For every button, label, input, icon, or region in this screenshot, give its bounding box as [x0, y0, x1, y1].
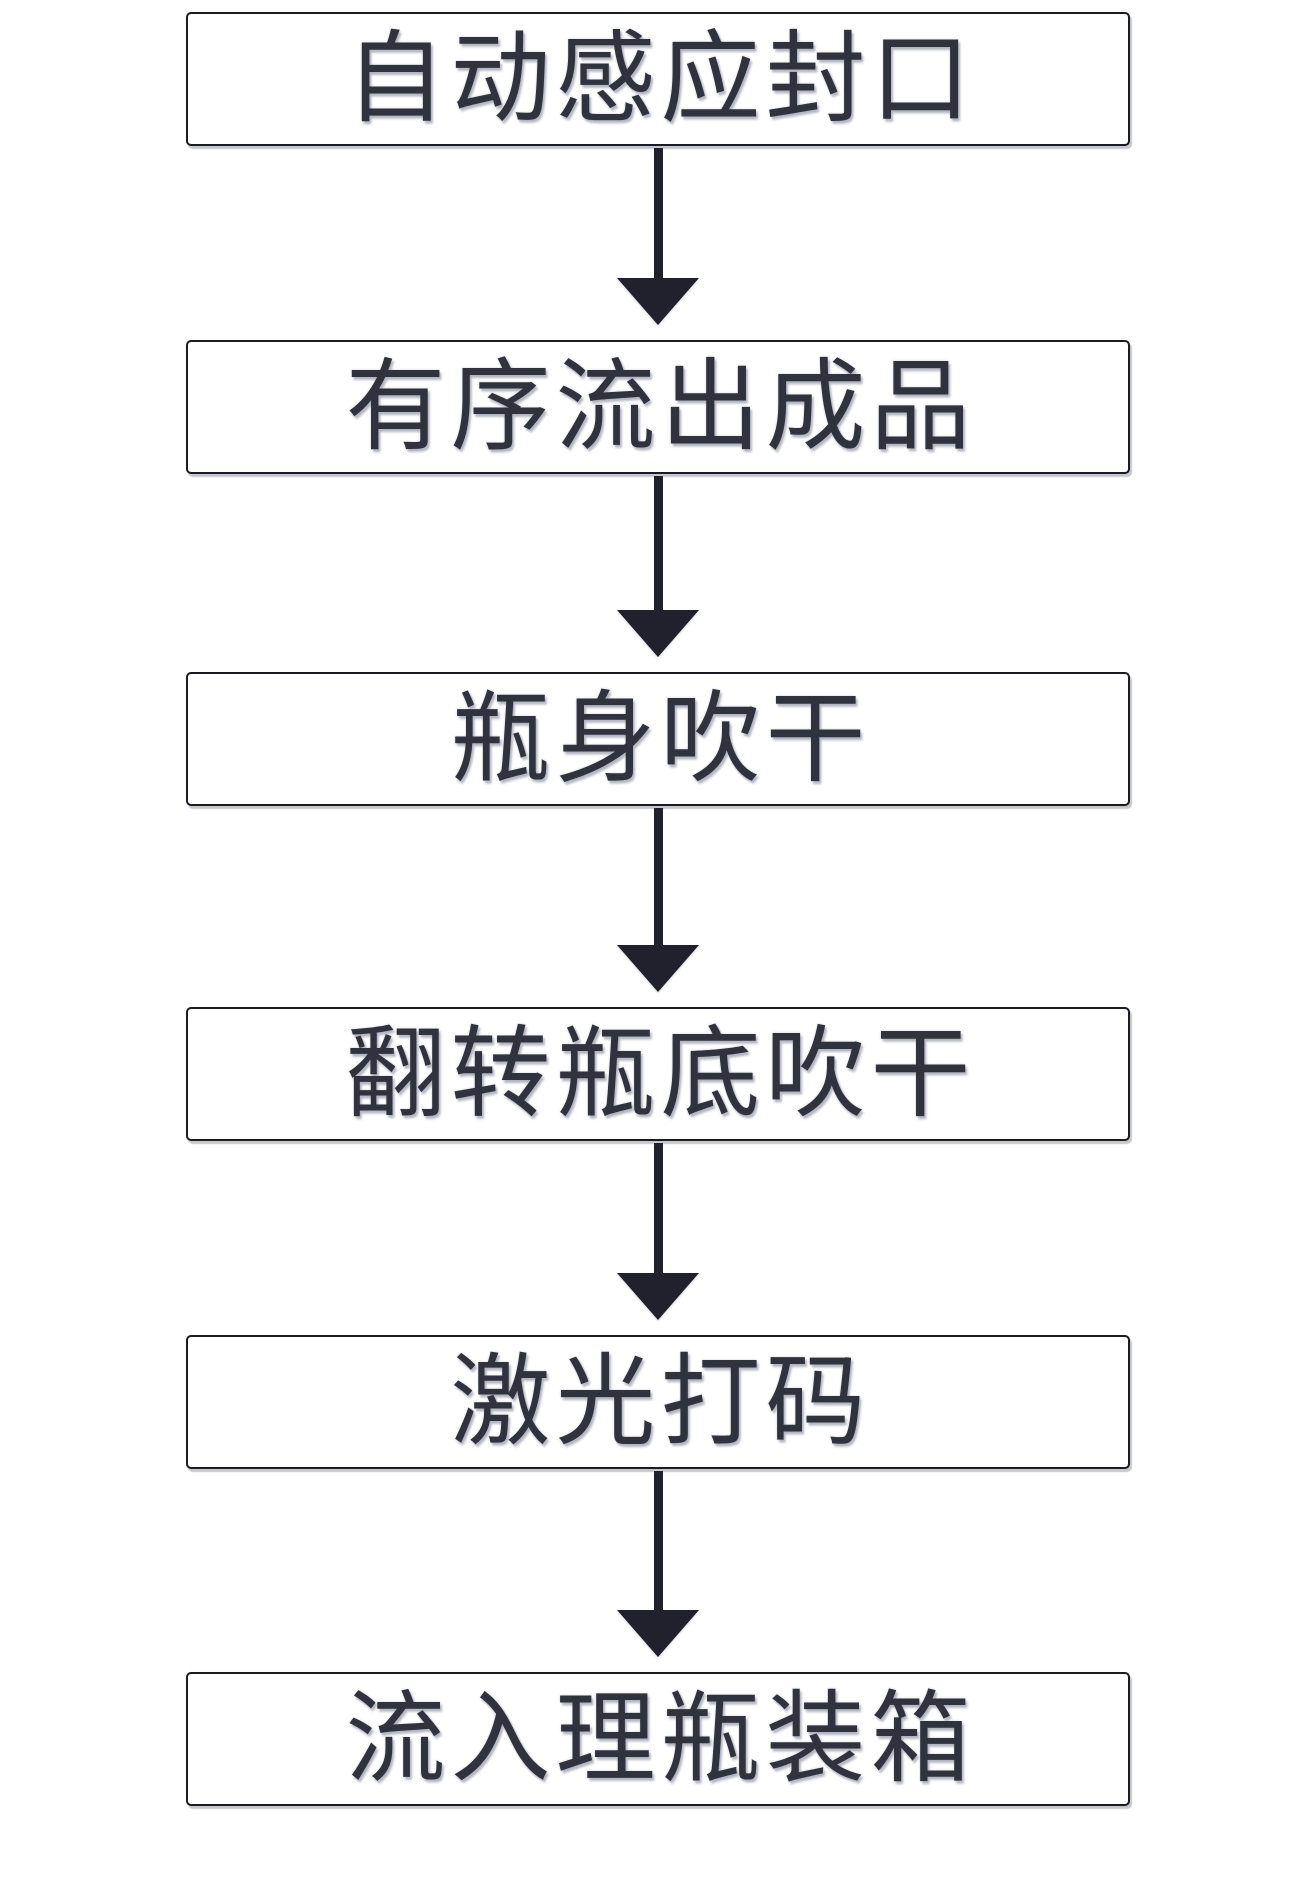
arrow-head [617, 278, 699, 325]
arrow-shaft [653, 1143, 663, 1273]
arrow-head [617, 1610, 699, 1657]
down-arrow-icon [186, 474, 1130, 672]
flow-step-label: 流入理瓶装箱 [345, 1683, 976, 1795]
flow-step-box: 流入理瓶装箱 [186, 1672, 1130, 1806]
arrow-shaft [653, 808, 663, 945]
flow-step-box: 自动感应封口 [186, 12, 1130, 146]
flow-step-label: 翻转瓶底吹干 [345, 1018, 976, 1130]
arrow-head [617, 610, 699, 657]
down-arrow-icon [186, 146, 1130, 340]
arrow-shaft [653, 148, 663, 278]
flow-step-label: 激光打码 [450, 1346, 871, 1458]
flow-step-box: 有序流出成品 [186, 340, 1130, 474]
flow-step-label: 自动感应封口 [345, 23, 976, 135]
flow-step-box: 激光打码 [186, 1335, 1130, 1469]
flow-step-box: 瓶身吹干 [186, 672, 1130, 806]
flow-step-label: 有序流出成品 [345, 351, 976, 463]
down-arrow-icon [186, 1141, 1130, 1335]
flow-step-box: 翻转瓶底吹干 [186, 1007, 1130, 1141]
arrow-shaft [653, 1471, 663, 1610]
down-arrow-icon [186, 1469, 1130, 1672]
arrow-head [617, 1273, 699, 1320]
arrow-shaft [653, 476, 663, 610]
down-arrow-icon [186, 806, 1130, 1007]
arrow-head [617, 945, 699, 992]
flow-step-label: 瓶身吹干 [450, 683, 871, 795]
